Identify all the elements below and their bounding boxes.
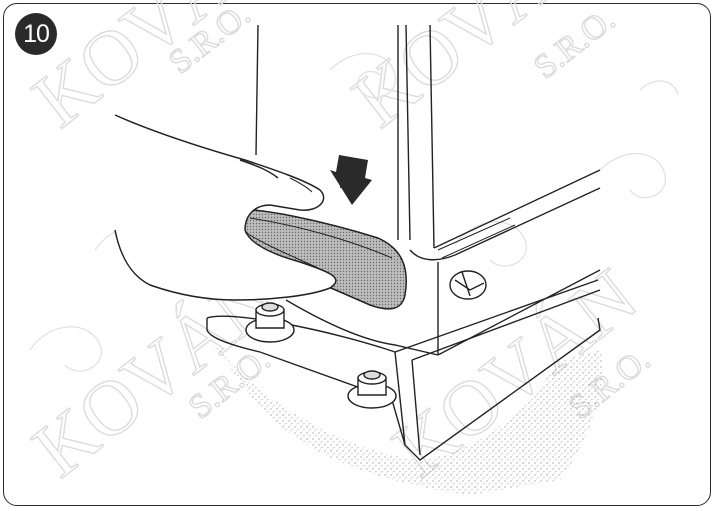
- down-arrow-icon: [330, 155, 372, 205]
- step-number-badge: 10: [15, 13, 57, 55]
- bolt-icon: [245, 302, 295, 343]
- lock-icon: [449, 270, 487, 300]
- bolt-icon: [347, 370, 397, 409]
- watermark-brand: KOVÁN: [337, 0, 613, 143]
- ground-surface: [205, 335, 603, 495]
- base-plate: [206, 279, 601, 461]
- motor-housing: [255, 24, 601, 356]
- hand-icon: [114, 114, 337, 301]
